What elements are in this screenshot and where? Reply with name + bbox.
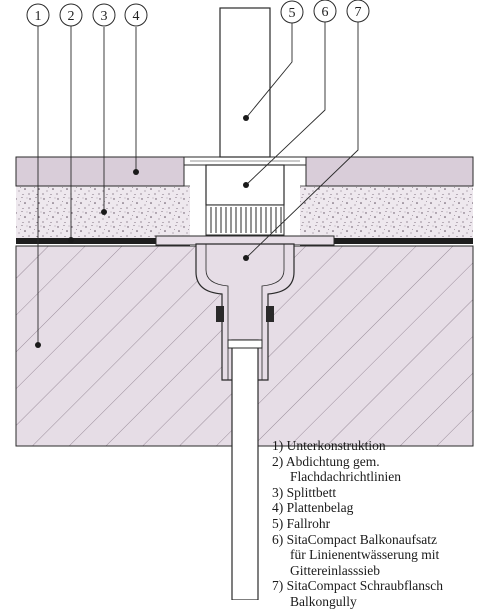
callout-5-label: 5 — [289, 6, 296, 21]
legend: 1) Unterkonstruktion 2) Abdichtung gem. … — [272, 438, 484, 610]
callout-2-label: 2 — [68, 9, 75, 24]
leader-lines — [37, 22, 359, 345]
legend-item-2: 2) Abdichtung gem. — [272, 453, 380, 469]
callout-2: 2 — [59, 3, 83, 27]
legend-item-3: 3) Splittbett — [272, 484, 337, 500]
gully-assembly — [155, 156, 335, 381]
callout-4-label: 4 — [133, 9, 140, 24]
slab-layer — [15, 156, 474, 187]
callout-1: 1 — [26, 3, 50, 27]
callout-4: 4 — [124, 3, 148, 27]
callout-7-label: 7 — [355, 5, 362, 20]
callout-5: 5 — [280, 0, 304, 24]
callout-1-label: 1 — [35, 9, 42, 24]
legend-item-1: 1) Unterkonstruktion — [272, 438, 386, 453]
legend-item-5: 5) Fallrohr — [272, 515, 331, 531]
downpipe — [219, 7, 271, 600]
legend-item-7: 7) SitaCompact Schraubflansch — [272, 578, 443, 594]
legend-item-7-cont: Balkongully — [290, 593, 357, 609]
callout-6: 6 — [313, 0, 337, 23]
legend-item-4: 4) Plattenbelag — [272, 500, 354, 516]
legend-item-2-cont: Flachdachrichtlinien — [290, 469, 401, 485]
callout-3: 3 — [92, 3, 116, 27]
leader-dots — [35, 115, 249, 348]
callout-6-label: 6 — [322, 5, 329, 20]
legend-item-6: 6) SitaCompact Balkonaufsatz — [272, 531, 437, 547]
callout-3-label: 3 — [101, 9, 108, 24]
legend-item-6-cont-1: für Linienentwässerung mit — [290, 547, 440, 563]
callout-7: 7 — [346, 0, 370, 23]
legend-item-6-cont-2: Gittereinlasssieb — [290, 562, 380, 578]
